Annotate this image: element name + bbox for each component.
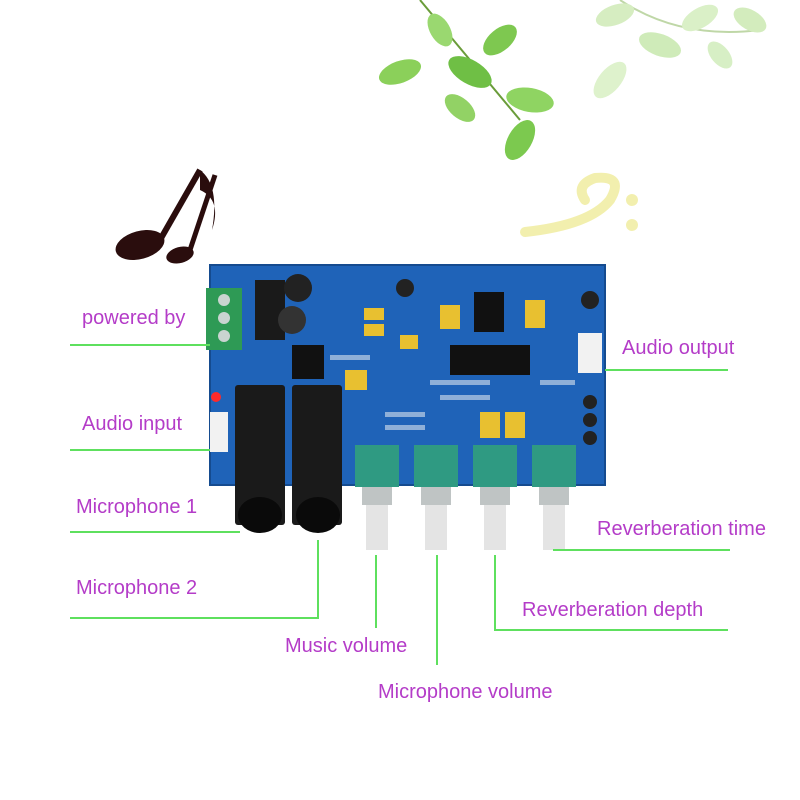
label-reverberation-time: Reverberation time [597, 518, 766, 540]
pcb-board [206, 264, 606, 550]
label-microphone-2: Microphone 2 [76, 577, 198, 599]
label-audio-output: Audio output [622, 337, 735, 359]
label-reverberation-depth: Reverberation depth [522, 599, 704, 621]
label-microphone-1: Microphone 1 [76, 496, 198, 518]
leader-lines [70, 344, 730, 665]
label-powered-by: powered by [82, 307, 186, 329]
music-note-icon [115, 168, 218, 264]
label-microphone-volume: Microphone volume [378, 681, 553, 703]
leaf-branch-icon [378, 0, 554, 160]
label-music-volume: Music volume [285, 635, 408, 657]
label-audio-input: Audio input [82, 413, 183, 435]
bass-clef-icon [520, 172, 638, 237]
leaf-branch-icon [593, 0, 767, 99]
